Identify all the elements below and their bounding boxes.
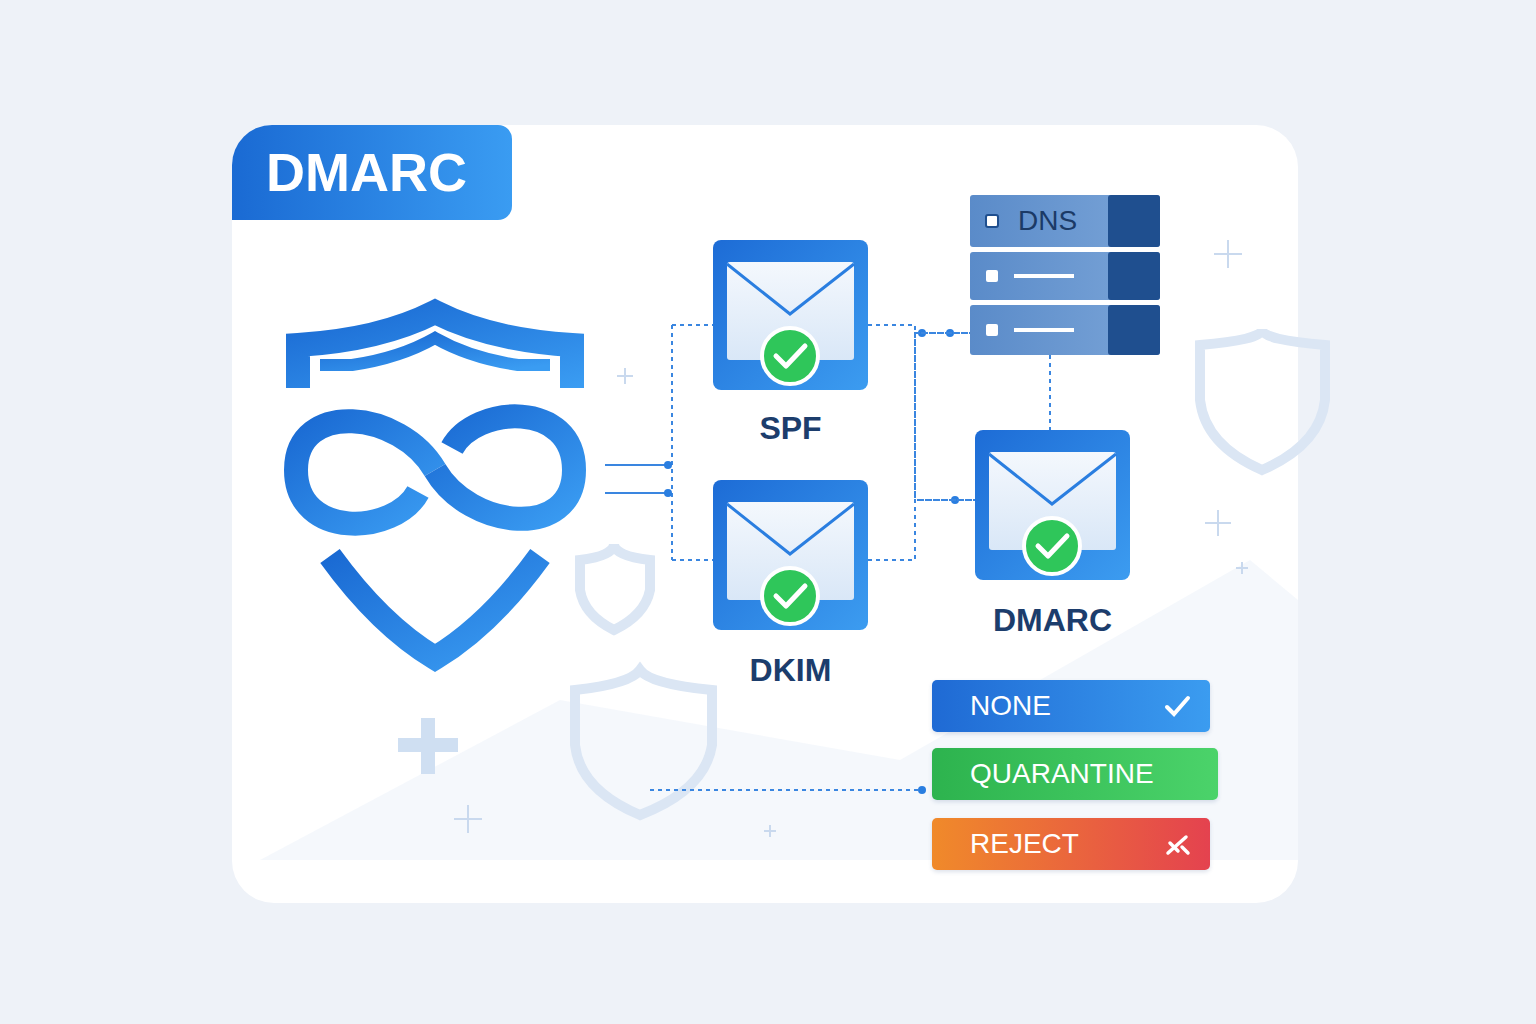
shield-logo — [296, 312, 574, 658]
dashed-connector — [868, 325, 975, 500]
ghost-shields — [575, 330, 1325, 815]
policy-label: NONE — [970, 680, 1051, 732]
logo-wires — [605, 325, 922, 790]
envelope-box: SPF — [713, 240, 868, 390]
envelope-icon — [713, 240, 868, 390]
title: DMARC — [266, 125, 478, 220]
bg-wash — [260, 560, 1298, 860]
cross-mark — [1162, 829, 1192, 859]
check-mark — [1162, 691, 1192, 721]
node-label: DNS — [1018, 204, 1077, 238]
policy-bar: REJECT — [932, 818, 1210, 870]
dns-server: DNS — [970, 195, 1160, 355]
policy-label: QUARANTINE — [970, 748, 1154, 800]
dashed-connector — [868, 325, 970, 333]
policy-label: REJECT — [970, 818, 1079, 870]
policy-bar: NONE — [932, 680, 1210, 732]
envelope-icon — [713, 480, 868, 630]
title-badge: DMARC — [232, 125, 512, 220]
node-label: SPF — [759, 410, 821, 447]
node-label: DKIM — [750, 652, 832, 689]
dashed-connector — [1049, 355, 1051, 430]
card — [232, 125, 1298, 903]
plus-big — [398, 718, 458, 774]
dashed-connector — [868, 333, 970, 560]
envelope-box: DKIM — [713, 480, 868, 630]
plus-signs — [454, 240, 1248, 837]
envelope-icon — [975, 430, 1130, 580]
dashed-connector — [868, 500, 975, 560]
node-label: DMARC — [993, 602, 1112, 639]
envelope-box: DMARC — [975, 430, 1130, 580]
policy-bar: QUARANTINE — [932, 748, 1218, 800]
